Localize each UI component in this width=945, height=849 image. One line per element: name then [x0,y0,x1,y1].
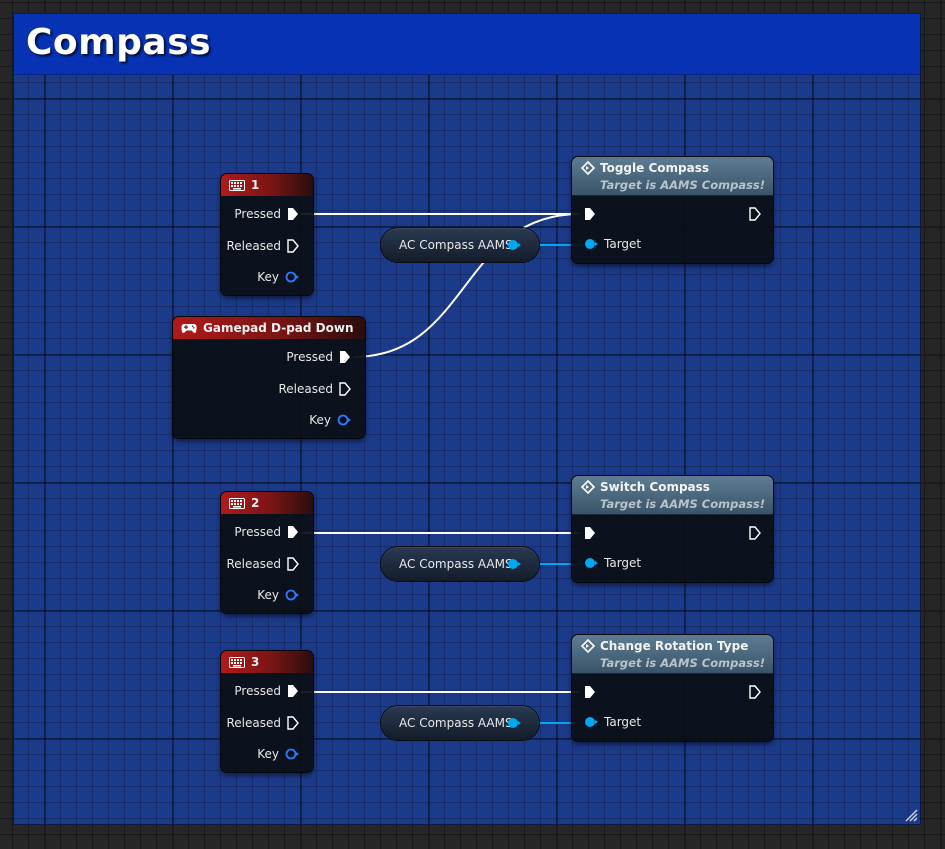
comment-box[interactable]: Compass [14,14,920,824]
exec-pin-filled-icon[interactable] [287,207,299,221]
variable-label: AC Compass AAMS [399,716,513,730]
exec-in-pin-icon[interactable] [584,685,596,699]
function-subtitle: Target is AAMS Compass! [600,178,766,192]
exec-pin-filled-icon[interactable] [339,350,351,364]
event-title: 3 [251,655,260,669]
pin-pressed[interactable]: Pressed [234,525,299,539]
function-title: Switch Compass [600,480,710,494]
exec-pin-empty-icon[interactable] [339,382,351,396]
pin-key[interactable]: Key [257,270,299,284]
exec-out-pin-icon[interactable] [749,685,761,699]
function-subtitle: Target is AAMS Compass! [600,497,766,511]
exec-in-pin-icon[interactable] [584,207,596,221]
keyboard-icon [229,497,245,509]
function-header[interactable]: Toggle Compass Target is AAMS Compass! [572,157,773,196]
target-pin[interactable]: Target [584,715,641,729]
pin-pressed[interactable]: Pressed [234,207,299,221]
object-pin-icon[interactable] [584,238,598,250]
event-header[interactable]: 1 [221,174,313,196]
comment-title[interactable]: Compass [26,22,212,63]
function-node-toggle-compass[interactable]: Toggle Compass Target is AAMS Compass! T… [572,157,773,263]
function-title: Toggle Compass [600,161,709,175]
pin-released[interactable]: Released [278,382,351,396]
function-header[interactable]: Change Rotation Type Target is AAMS Comp… [572,635,773,674]
event-node-key-3[interactable]: 3 Pressed Released Key [221,651,313,772]
object-pin-icon[interactable] [584,557,598,569]
event-header[interactable]: Gamepad D-pad Down [173,317,365,339]
event-title: 2 [251,496,260,510]
exec-pin-empty-icon[interactable] [287,557,299,571]
struct-pin-icon[interactable] [285,271,299,283]
comment-header[interactable]: Compass [14,14,920,75]
exec-pin-empty-icon[interactable] [287,239,299,253]
event-title: 1 [251,178,260,192]
pin-key[interactable]: Key [309,413,351,427]
variable-node-ac-compass-aams[interactable]: AC Compass AAMS [381,228,539,262]
pin-key[interactable]: Key [257,747,299,761]
function-subtitle: Target is AAMS Compass! [600,656,766,670]
event-node-key-1[interactable]: 1 Pressed Released Key [221,174,313,295]
object-pin-icon[interactable] [507,558,521,570]
object-pin-icon[interactable] [507,239,521,251]
struct-pin-icon[interactable] [285,589,299,601]
function-node-switch-compass[interactable]: Switch Compass Target is AAMS Compass! T… [572,476,773,582]
struct-pin-icon[interactable] [285,748,299,760]
exec-in-pin-icon[interactable] [584,526,596,540]
function-icon [581,480,595,494]
keyboard-icon [229,179,245,191]
event-header[interactable]: 3 [221,651,313,673]
target-pin[interactable]: Target [584,237,641,251]
pin-released[interactable]: Released [226,557,299,571]
gamepad-icon [181,323,197,334]
event-header[interactable]: 2 [221,492,313,514]
variable-label: AC Compass AAMS [399,238,513,252]
exec-out-pin-icon[interactable] [749,207,761,221]
function-header[interactable]: Switch Compass Target is AAMS Compass! [572,476,773,515]
pin-pressed[interactable]: Pressed [234,684,299,698]
object-pin-icon[interactable] [507,717,521,729]
resize-handle-icon[interactable] [904,808,918,822]
target-pin[interactable]: Target [584,556,641,570]
function-icon [581,161,595,175]
keyboard-icon [229,656,245,668]
event-node-gamepad-dpad-down[interactable]: Gamepad D-pad Down Pressed Released Key [173,317,365,438]
exec-out-pin-icon[interactable] [749,526,761,540]
event-title: Gamepad D-pad Down [203,321,354,335]
pin-pressed[interactable]: Pressed [286,350,351,364]
function-icon [581,639,595,653]
exec-pin-filled-icon[interactable] [287,525,299,539]
pin-key[interactable]: Key [257,588,299,602]
exec-pin-filled-icon[interactable] [287,684,299,698]
function-title: Change Rotation Type [600,639,749,653]
pin-released[interactable]: Released [226,716,299,730]
object-pin-icon[interactable] [584,716,598,728]
variable-node-ac-compass-aams[interactable]: AC Compass AAMS [381,547,539,581]
pin-released[interactable]: Released [226,239,299,253]
exec-pin-empty-icon[interactable] [287,716,299,730]
function-node-change-rotation-type[interactable]: Change Rotation Type Target is AAMS Comp… [572,635,773,741]
variable-label: AC Compass AAMS [399,557,513,571]
event-node-key-2[interactable]: 2 Pressed Released Key [221,492,313,613]
variable-node-ac-compass-aams[interactable]: AC Compass AAMS [381,706,539,740]
struct-pin-icon[interactable] [337,414,351,426]
